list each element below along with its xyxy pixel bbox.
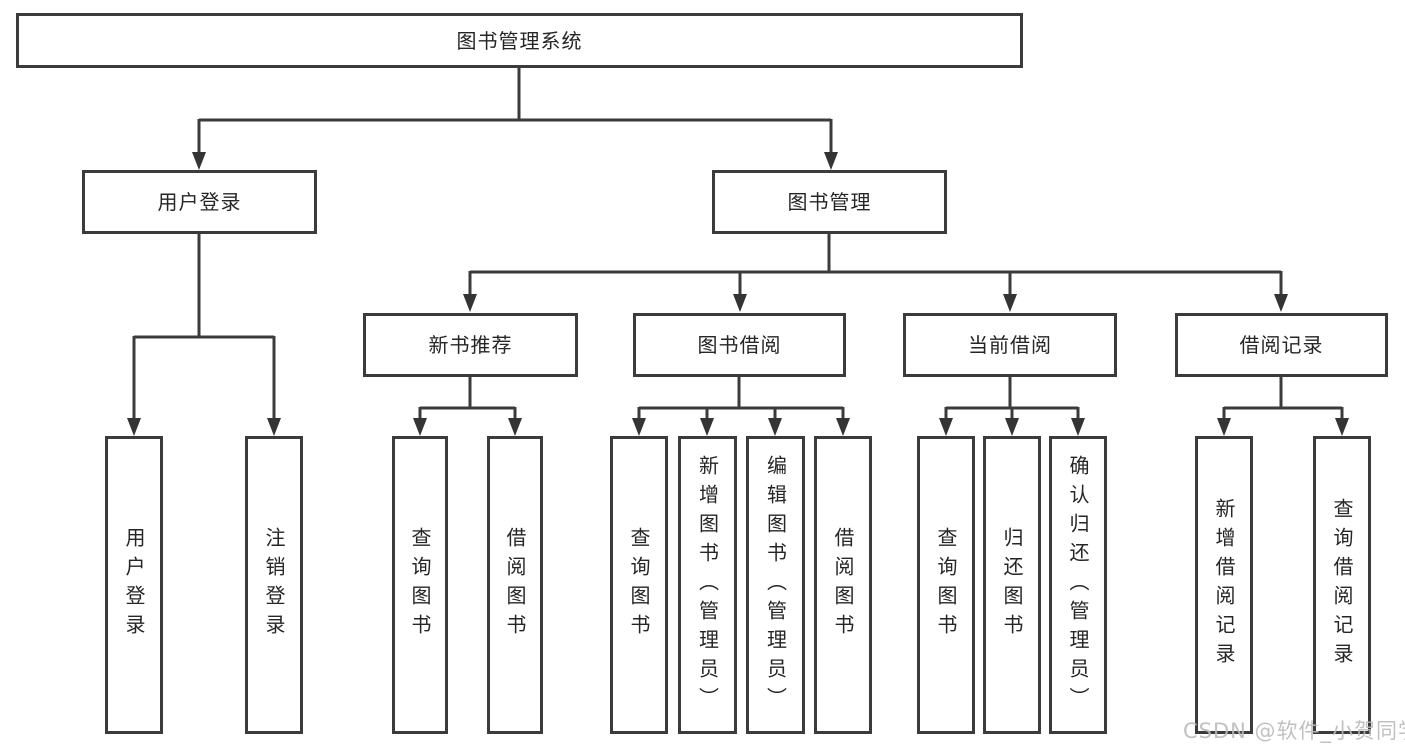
node-book-borrowing: 图书借阅 [633,313,846,377]
node-current-borrowing: 当前借阅 [903,313,1117,377]
node-borrowing-records: 借阅记录 [1175,313,1388,377]
leaf-edit-book-admin: 编辑图书（管理员） [746,436,805,734]
leaf-query-books-under-current: 查询图书 [917,436,975,734]
leaf-query-books-under-recommendation: 查询图书 [392,436,448,734]
leaf-return-book: 归还图书 [983,436,1041,734]
node-user-login: 用户登录 [82,170,317,234]
leaf-borrow-books-under-recommendation: 借阅图书 [487,436,543,734]
leaf-logout: 注销登录 [245,436,303,734]
node-book-management: 图书管理 [712,170,947,234]
leaf-query-books-under-borrowing: 查询图书 [610,436,668,734]
leaf-add-book-admin: 新增图书（管理员） [678,436,737,734]
leaf-user-login: 用户登录 [105,436,163,734]
leaf-borrow-books-under-borrowing: 借阅图书 [814,436,872,734]
node-new-book-recommendation: 新书推荐 [363,313,578,377]
csdn-watermark: CSDN @软件_小贺同学 [1183,719,1405,743]
leaf-confirm-return-admin: 确认归还（管理员） [1049,436,1107,734]
leaf-add-borrowing-record: 新增借阅记录 [1195,436,1253,734]
node-library-management-system: 图书管理系统 [16,13,1023,68]
leaf-query-borrowing-record: 查询借阅记录 [1313,436,1371,734]
